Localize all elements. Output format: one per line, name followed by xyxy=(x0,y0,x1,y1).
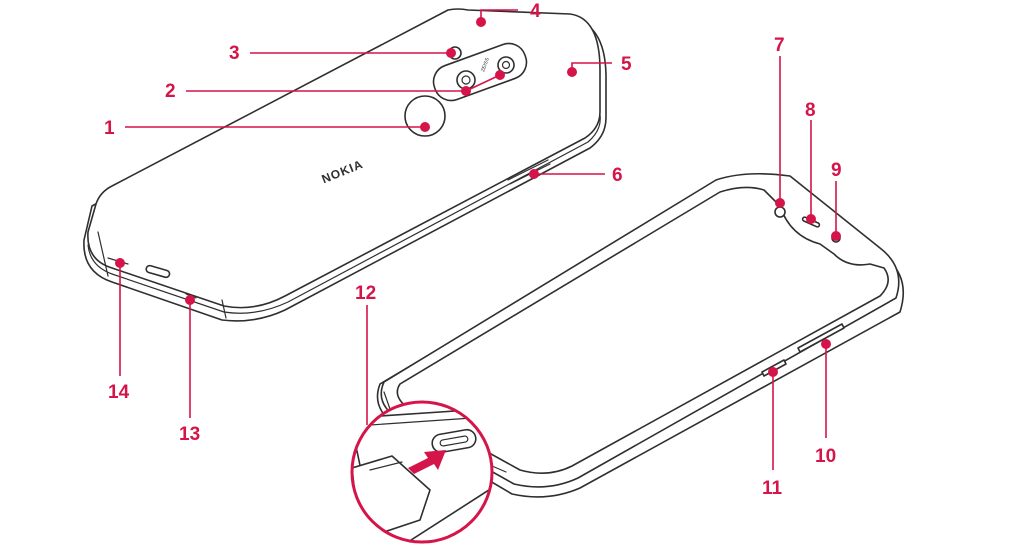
callout-dot-2 xyxy=(461,86,471,96)
callout-dot-11 xyxy=(768,367,778,377)
back-band-seam xyxy=(87,114,601,314)
callout-dot-13 xyxy=(185,295,195,305)
callout-dot-7 xyxy=(775,198,785,208)
callout-dot-6 xyxy=(529,169,539,179)
callout-leaders xyxy=(115,9,841,470)
callout-label-8: 8 xyxy=(805,100,816,121)
callout-label-11: 11 xyxy=(762,478,783,499)
zoom-usb-port-inner xyxy=(439,435,469,447)
callout-label-3: 3 xyxy=(229,43,240,64)
callout-dot-4 xyxy=(476,17,486,27)
callout-label-5: 5 xyxy=(621,54,632,75)
second-camera-lens-inner xyxy=(501,60,511,70)
callout-label-13: 13 xyxy=(179,424,200,445)
callout-label-2: 2 xyxy=(165,81,176,102)
callout-dot-1 xyxy=(420,122,430,132)
callout-label-4: 4 xyxy=(530,1,541,22)
callout-labels: 1 2 3 4 5 6 7 8 9 10 11 12 13 14 xyxy=(104,1,842,499)
insert-arrow xyxy=(408,450,446,474)
callout-label-9: 9 xyxy=(831,160,842,181)
callout-dot-5 xyxy=(567,67,577,77)
zoom-circle-border xyxy=(350,400,494,544)
callout-dot-3 xyxy=(446,48,456,58)
callout-label-10: 10 xyxy=(815,446,836,467)
main-camera-lens-inner xyxy=(461,75,471,85)
callout-dot-8 xyxy=(806,214,816,224)
front-speaker-grille xyxy=(491,465,507,473)
usb-cable-plug-detail xyxy=(369,461,403,471)
callout-label-1: 1 xyxy=(104,118,115,139)
callout-dot-10 xyxy=(821,339,831,349)
volume-key xyxy=(797,323,845,353)
back-side-button xyxy=(507,159,549,181)
back-band-split-right xyxy=(221,299,227,319)
callout-dot-14 xyxy=(115,258,125,268)
callout-label-12: 12 xyxy=(355,283,376,304)
zoom-usb-port xyxy=(431,428,477,454)
front-camera xyxy=(774,206,786,218)
back-band-split-left xyxy=(97,231,109,277)
callout-label-14: 14 xyxy=(108,382,130,403)
usb-zoom-inset xyxy=(350,400,494,544)
lens-marking: ZEISS xyxy=(480,56,491,72)
callout-dot-9 xyxy=(831,231,841,241)
callout-label-7: 7 xyxy=(774,35,785,56)
leader-line-2b xyxy=(465,74,501,92)
callout-label-6: 6 xyxy=(612,165,623,186)
zoom-phone-seam xyxy=(355,417,473,427)
second-camera-lens xyxy=(497,56,515,74)
fingerprint-sensor xyxy=(404,95,446,137)
phone-back-view: ZEISS NOKIA xyxy=(83,8,607,322)
back-usb-port xyxy=(145,264,171,279)
callout-dot-2b xyxy=(495,70,505,80)
